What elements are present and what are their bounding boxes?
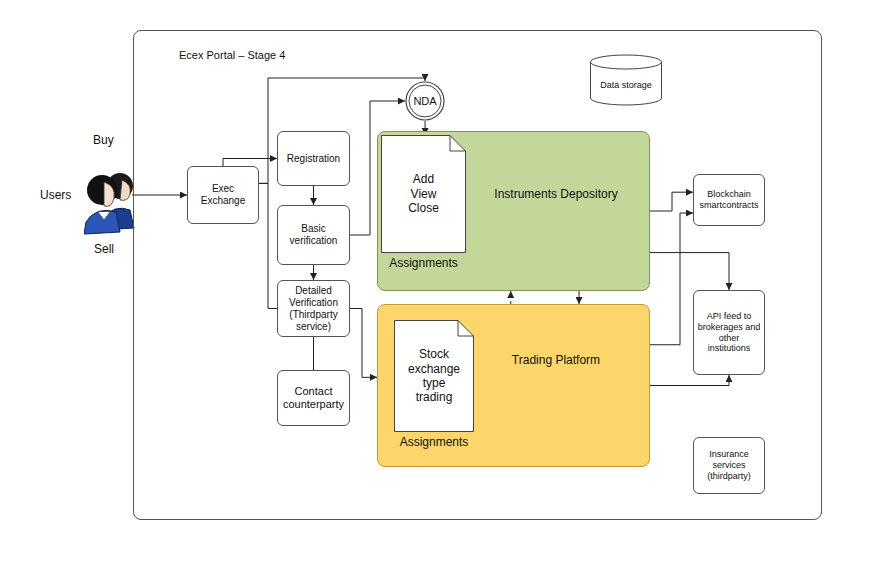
connector [579,291,580,304]
connector [223,159,277,167]
node-label: Blockchain smartcontracts [697,189,761,211]
connector [132,195,187,196]
connector [313,337,314,370]
node-label: Add View Close [403,172,445,215]
connector [313,265,314,280]
node-label: Contact counterparty [281,385,346,411]
connector [350,309,377,378]
shape-caption: Assignments [384,435,484,449]
service-box: API feed to brokerages and other institu… [693,290,765,375]
connector [650,253,729,290]
node-label: API feed to brokerages and other institu… [697,311,761,354]
depository-panel: Add View CloseAssignments Instruments Dep… [377,131,650,291]
document-shape: Stock exchange type tradingAssignments [394,320,474,432]
service-box: Blockchain smartcontracts [693,174,765,226]
process-box: Basic verification [277,205,350,265]
connector [313,186,314,205]
node-label: Exec Exchange [191,183,255,207]
connector [650,213,693,345]
nda-circle: NDA [405,81,445,121]
process-box: Registration [277,131,350,186]
process-box: Exec Exchange [187,166,259,224]
node-label: Data storage [600,80,652,90]
node-label: Insurance services (thirdparty) [697,449,761,481]
node-label: Users [40,182,132,208]
users-icon [84,158,136,242]
user-figure-front [84,175,120,234]
actor-caption: Buy [93,133,114,147]
service-box: Insurance services (thirdparty) [693,437,765,494]
group-title: Trading Platform [491,353,621,367]
node-label: Stock exchange type trading [405,347,463,405]
connector [650,375,729,386]
node-label: Registration [287,153,340,165]
node-label: NDA [413,95,436,107]
node-label: Basic verification [281,223,346,247]
actor-caption: Sell [94,242,114,256]
group-title: Ecex Portal – Stage 4 [179,49,285,61]
group-title: Instruments Depository [491,187,621,201]
connector [510,291,511,304]
node-label: Detailed Verification (Thirdparty servic… [281,285,346,333]
process-box: Detailed Verification (Thirdparty servic… [277,280,350,337]
trading-panel: Stock exchange type tradingAssignmentsTr… [377,304,650,467]
user-actor: Users [40,182,132,208]
process-box: Contact counterparty [277,370,350,426]
document-shape: Add View CloseAssignments [381,135,466,253]
connector [259,183,277,308]
portal-boundary: Exec Exchange RegistrationBasic verificat… [133,30,822,520]
shape-caption: Assignments [371,256,476,270]
storage-cylinder: Data storage [590,55,662,105]
connector [650,192,693,211]
